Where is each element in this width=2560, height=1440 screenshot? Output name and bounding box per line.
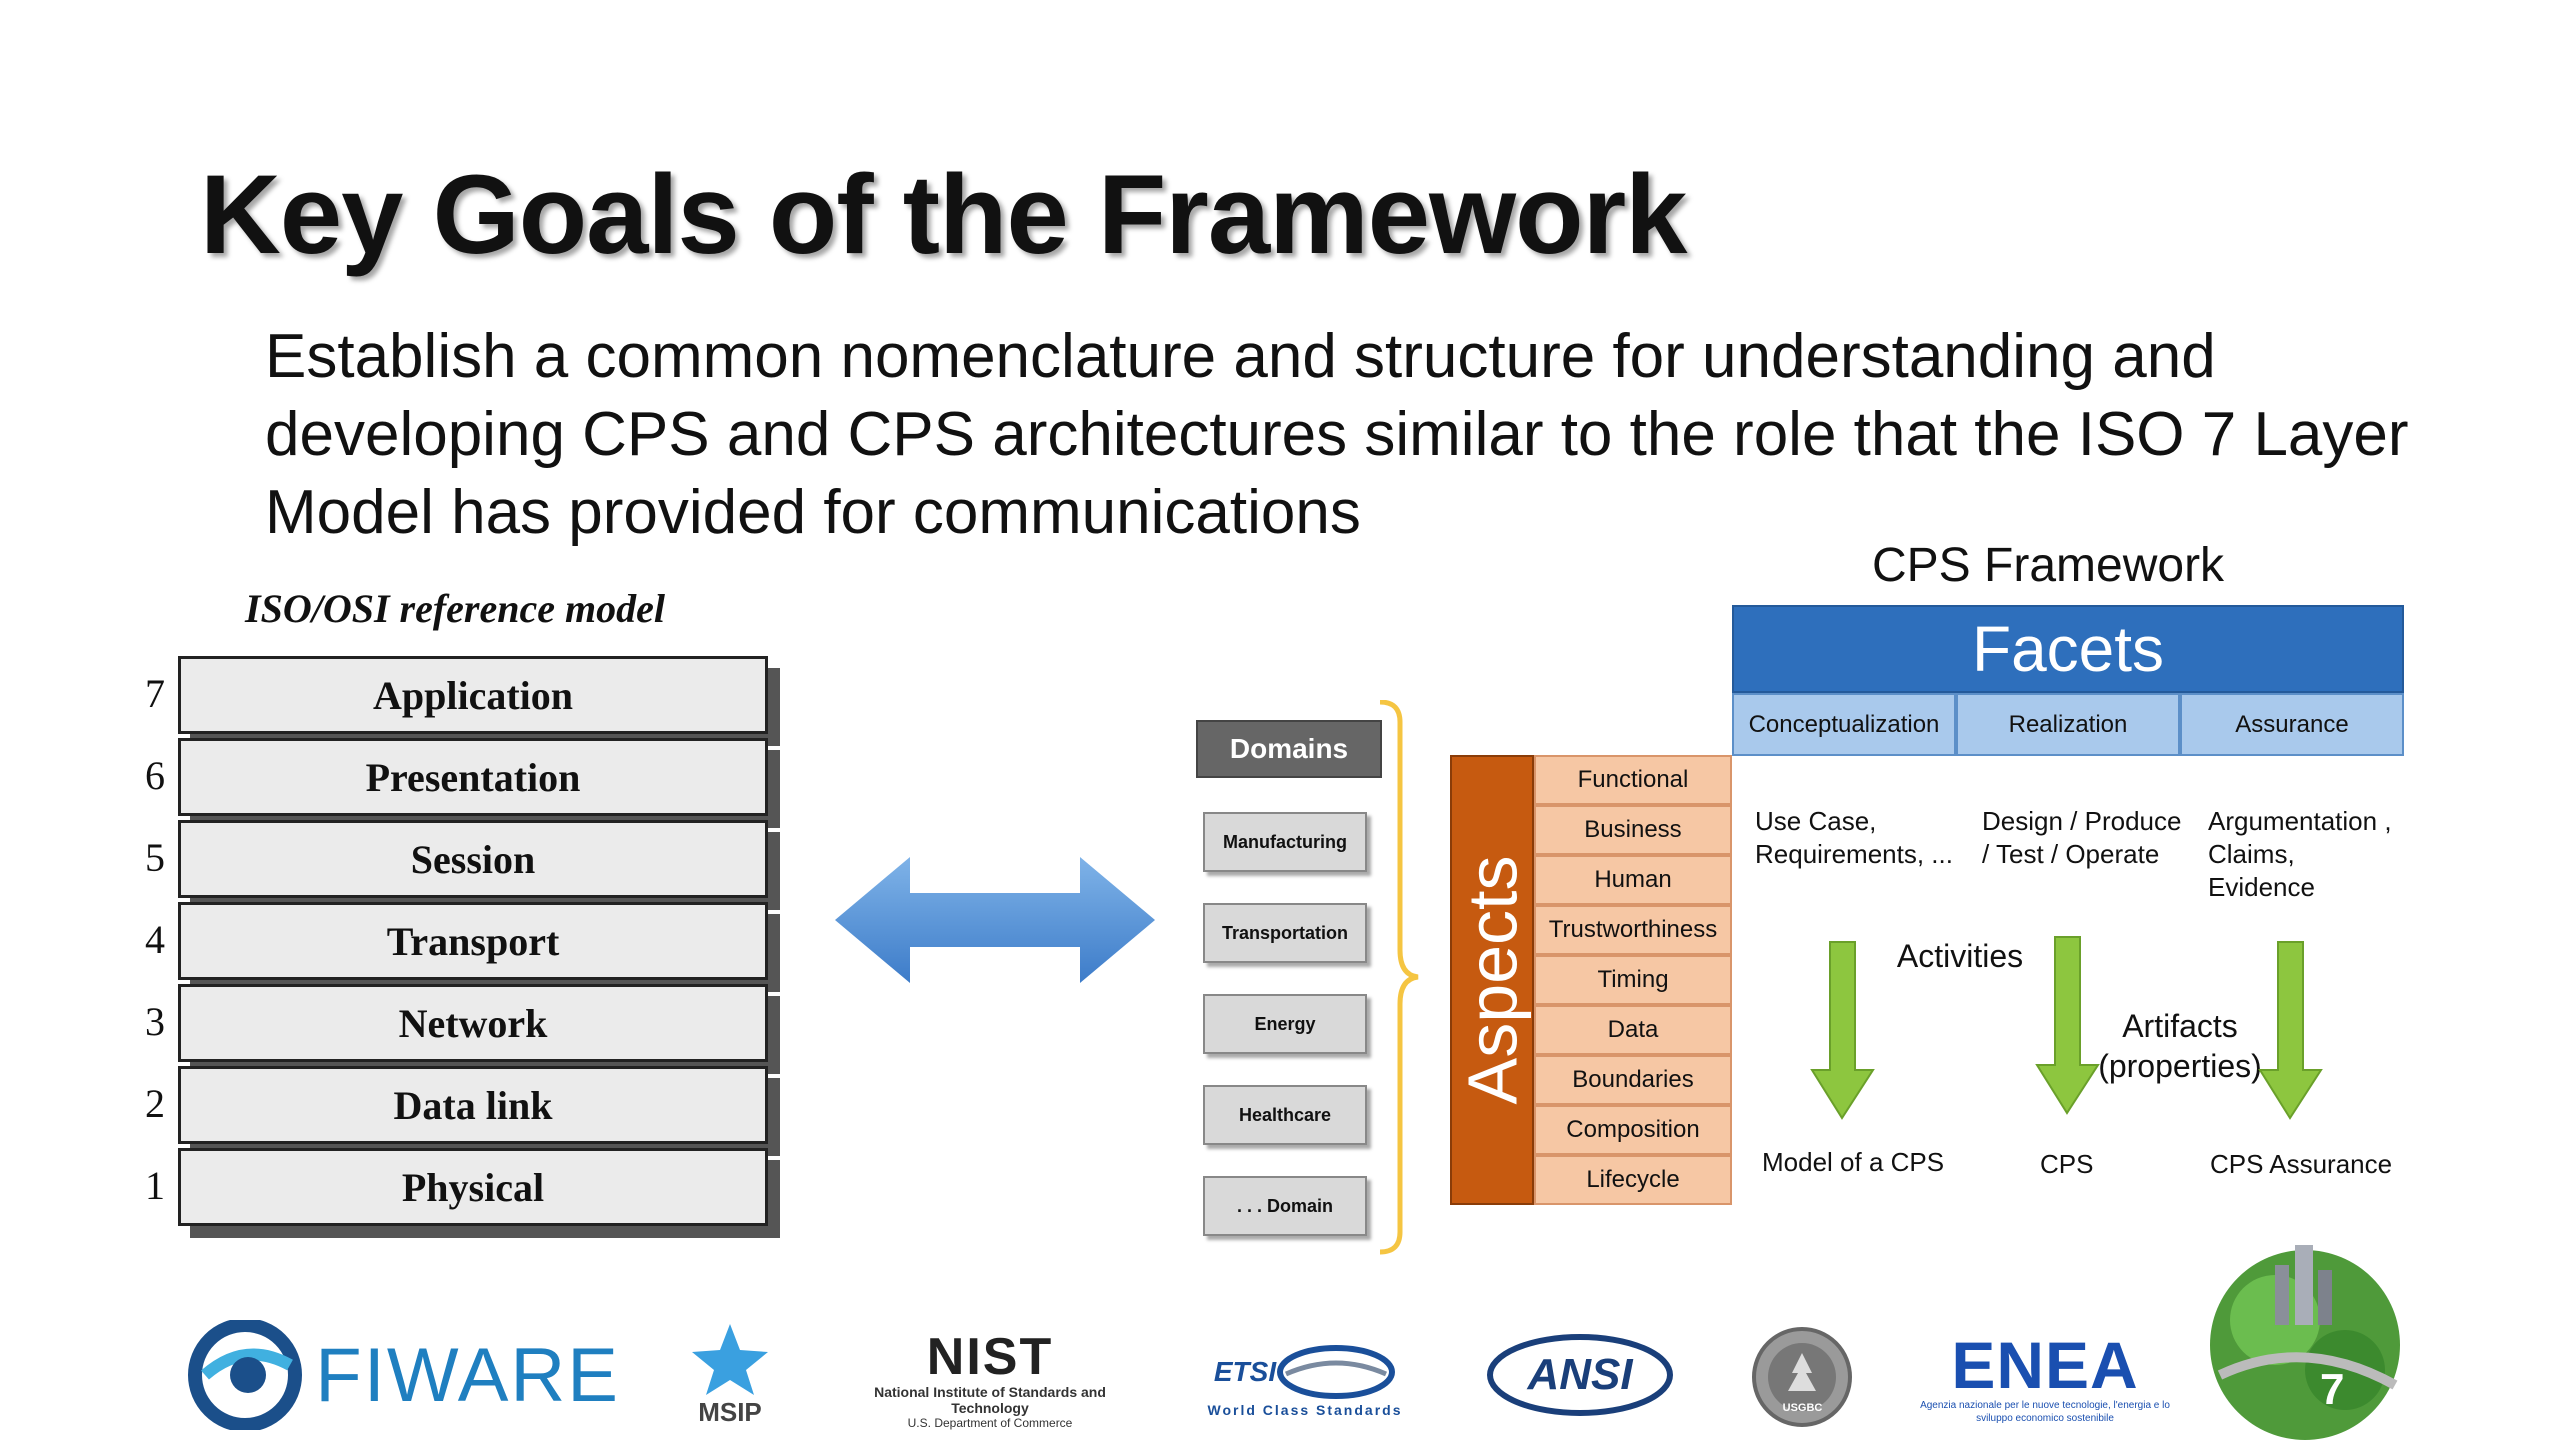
facet-description: Design / Produce / Test / Operate xyxy=(1982,806,2182,869)
facet-description: Use Case, Requirements, ... xyxy=(1755,806,1953,869)
intro-text: Establish a common nomenclature and stru… xyxy=(265,322,2409,547)
facet-output: CPS xyxy=(2040,1149,2094,1179)
down-arrow-icon xyxy=(2035,936,2100,1115)
msip-star-icon xyxy=(692,1324,768,1395)
ansi-logo-text: ANSI xyxy=(1527,1350,1633,1399)
aspect-composition: Composition xyxy=(1534,1105,1732,1155)
aspect-lifecycle: Lifecycle xyxy=(1534,1155,1732,1205)
layer-number: 5 xyxy=(145,835,165,880)
enea-logo: ENEA Agenzia nazionale per le nuove tecn… xyxy=(1915,1320,2175,1435)
slide-title: Key Goals of the Framework xyxy=(200,152,1687,277)
layer-number: 6 xyxy=(145,753,165,798)
domain-other: . . . Domain xyxy=(1203,1176,1367,1236)
bracket-icon xyxy=(1379,700,1419,1255)
domains-header: Domains xyxy=(1196,720,1382,778)
facet-output: CPS Assurance xyxy=(2210,1149,2393,1179)
fiware-logo-text: FIWARE xyxy=(315,1332,620,1418)
facet-realization: Realization xyxy=(1956,693,2180,756)
aspect-timing: Timing xyxy=(1534,955,1732,1005)
facet-description: Argumentation , Claims, Evidence xyxy=(2208,806,2392,902)
aspect-business: Business xyxy=(1534,805,1732,855)
aspect-trustworthiness: Trustworthiness xyxy=(1534,905,1732,955)
iso-caption: ISO/OSI reference model xyxy=(245,586,665,631)
facet-assurance: Assurance xyxy=(2180,693,2404,756)
usgbc-seal-icon xyxy=(1752,1327,1852,1427)
layer-number: 1 xyxy=(145,1163,165,1208)
domain-manufacturing: Manufacturing xyxy=(1203,812,1367,872)
domain-energy: Energy xyxy=(1203,994,1367,1054)
fiware-swirl-icon xyxy=(188,1320,302,1430)
ansi-logo: ANSI xyxy=(1485,1330,1675,1420)
city-globe-icon xyxy=(2210,1245,2400,1440)
layer-session: Session xyxy=(178,820,768,898)
facet-conceptualization: Conceptualization xyxy=(1732,693,1956,756)
domain-transportation: Transportation xyxy=(1203,903,1367,963)
layer-physical: Physical xyxy=(178,1148,768,1226)
down-arrow-icon xyxy=(1810,941,1875,1120)
layer-number: 7 xyxy=(145,671,165,716)
down-arrow-icon xyxy=(2258,941,2323,1120)
aspect-functional: Functional xyxy=(1534,755,1732,805)
usgbc-logo-text: USGBC xyxy=(1782,1401,1823,1414)
ansi-swoosh-icon xyxy=(1487,1334,1673,1416)
facet-output: Model of a CPS xyxy=(1762,1147,1945,1177)
layer-number: 2 xyxy=(145,1081,165,1126)
domain-healthcare: Healthcare xyxy=(1203,1085,1367,1145)
enea-logo-text: ENEA xyxy=(1951,1327,2139,1402)
layer-data-link: Data link xyxy=(178,1066,768,1144)
aspect-boundaries: Boundaries xyxy=(1534,1055,1732,1105)
nist-logo: NIST National Institute of Standards and… xyxy=(860,1325,1120,1435)
aspect-data: Data xyxy=(1534,1005,1732,1055)
activities-label: Activities xyxy=(1896,938,2024,974)
artifacts-label: Artifacts (properties) xyxy=(2098,1008,2262,1084)
enea-logo-subtext: Agenzia nazionale per le nuove tecnologi… xyxy=(1920,1399,2170,1424)
aspects-label: Aspects xyxy=(1453,855,1531,1105)
layer-application: Application xyxy=(178,656,768,734)
etsi-wave-icon xyxy=(1277,1345,1396,1399)
msip-logo-text: MSIP xyxy=(698,1397,762,1427)
nist-logo-text: NIST xyxy=(926,1328,1054,1386)
nist-logo-subtext2: U.S. Department of Commerce xyxy=(907,1416,1073,1430)
etsi-logo-subtext: World Class Standards xyxy=(1207,1402,1403,1418)
cps-framework-title: CPS Framework xyxy=(1872,539,2225,592)
double-arrow-icon xyxy=(835,857,1155,983)
facets-header: Facets xyxy=(1732,605,2404,693)
aspects-bar xyxy=(1450,755,1534,1205)
layer-network: Network xyxy=(178,984,768,1062)
layer-presentation: Presentation xyxy=(178,738,768,816)
page-number: 7 xyxy=(2320,1365,2345,1414)
fiware-logo: FIWARE xyxy=(180,1315,620,1435)
nist-logo-subtext: National Institute of Standards and Tech… xyxy=(874,1384,1106,1416)
layer-number: 3 xyxy=(145,999,165,1044)
layer-transport: Transport xyxy=(178,902,768,980)
etsi-logo-text: ETSI xyxy=(1213,1356,1277,1387)
aspect-human: Human xyxy=(1534,855,1732,905)
layer-number: 4 xyxy=(145,917,165,962)
usgbc-logo: USGBC xyxy=(1750,1325,1855,1430)
etsi-logo: ETSI World Class Standards xyxy=(1200,1330,1410,1430)
msip-logo: MSIP xyxy=(675,1320,785,1430)
